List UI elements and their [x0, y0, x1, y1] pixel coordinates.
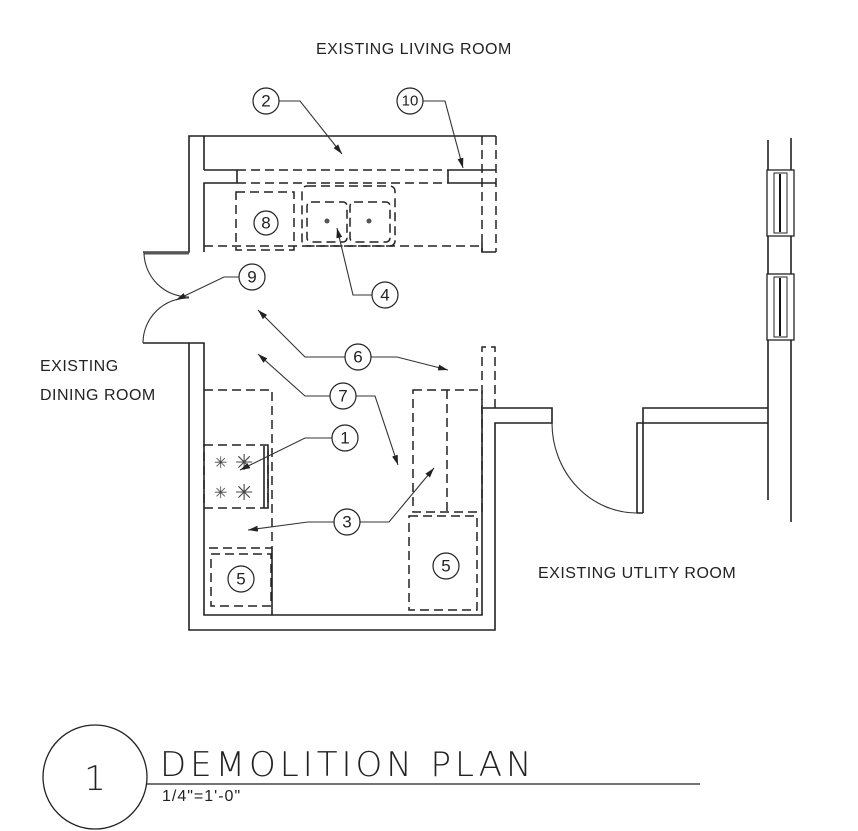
- callout-8: 8: [253, 210, 279, 236]
- sink: [301, 185, 396, 247]
- callout-leaders: [175, 100, 464, 532]
- svg-text:✳: ✳: [214, 453, 227, 472]
- svg-text:7: 7: [338, 387, 347, 406]
- upper-walls: [143, 135, 497, 253]
- svg-text:✳: ✳: [235, 451, 253, 476]
- callout-9: 9: [238, 263, 266, 291]
- svg-text:4: 4: [380, 286, 389, 305]
- appliance-5-right-outline: [408, 515, 478, 611]
- callout-1: 1: [331, 424, 359, 452]
- callout-2: 2: [252, 87, 280, 115]
- svg-text:6: 6: [353, 348, 362, 367]
- svg-text:3: 3: [342, 513, 351, 532]
- left-counter: [204, 389, 273, 615]
- appliance-5-left-outline: [210, 553, 272, 607]
- title-block: 1 DEMOLITION PLAN 1/4"=1'-0": [42, 724, 700, 830]
- callout-3: 3: [333, 508, 361, 536]
- drawing-number: 1: [84, 759, 106, 799]
- svg-text:✳: ✳: [235, 481, 253, 506]
- callout-6: 6: [344, 343, 372, 371]
- svg-text:9: 9: [247, 268, 256, 287]
- svg-text:1: 1: [340, 429, 349, 448]
- drawing-scale: 1/4"=1'-0": [162, 788, 241, 805]
- drawing-title: DEMOLITION PLAN: [160, 745, 535, 785]
- svg-text:5: 5: [236, 570, 245, 589]
- callout-7: 7: [329, 382, 357, 410]
- dining-room-label-line2: DINING ROOM: [40, 387, 156, 404]
- dining-room-label-line1: EXISTING: [40, 358, 119, 375]
- dining-door: [142, 251, 190, 344]
- callout-5-right: 5: [432, 552, 460, 580]
- svg-text:10: 10: [402, 93, 419, 110]
- utility-room-label: EXISTING UTLITY ROOM: [538, 565, 736, 582]
- living-room-label: EXISTING LIVING ROOM: [316, 41, 512, 58]
- svg-text:2: 2: [261, 92, 270, 111]
- svg-text:8: 8: [261, 214, 270, 233]
- range-stove: ✳ ✳ ✳ ✳: [203, 444, 269, 509]
- title-number-circle: [42, 724, 148, 830]
- window: [766, 169, 795, 237]
- lower-walls: [188, 138, 792, 631]
- callout-4: 4: [371, 281, 399, 309]
- callout-10: 10: [396, 87, 424, 115]
- svg-text:✳: ✳: [214, 483, 227, 502]
- window: [766, 273, 795, 341]
- svg-text:5: 5: [441, 557, 450, 576]
- right-counter: [412, 389, 483, 513]
- appliance-8-outline: [235, 191, 295, 251]
- callout-5-left: 5: [227, 565, 255, 593]
